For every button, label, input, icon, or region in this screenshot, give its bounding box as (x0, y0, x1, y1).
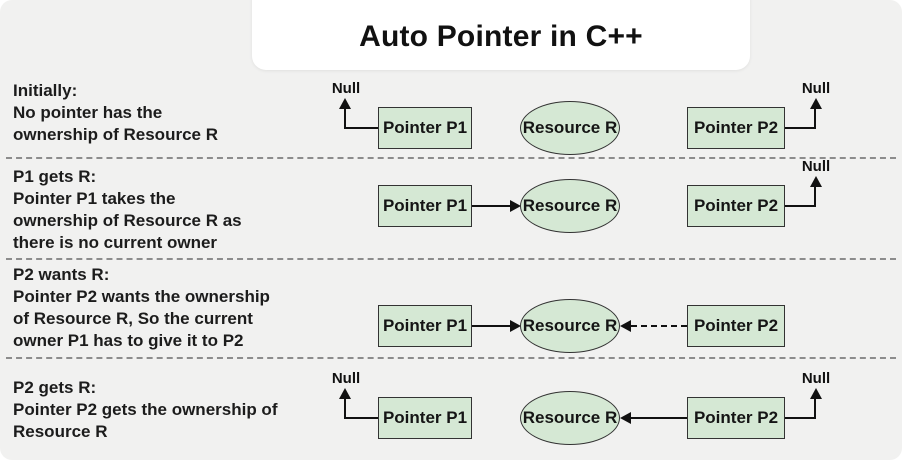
row-separator (6, 357, 896, 359)
description-line: ownership of Resource R (13, 125, 218, 144)
row-heading: P2 gets R: (13, 378, 97, 397)
p2-null-arrow (814, 109, 816, 129)
row-description: P2 wants R: Pointer P2 wants the ownersh… (13, 264, 353, 352)
pointer-p1-label: Pointer P1 (382, 196, 468, 215)
pointer-p1-node: Pointer P1 (378, 107, 472, 149)
row-separator (6, 157, 896, 159)
arrowhead-left-icon (620, 320, 631, 332)
arrowhead-up-icon (810, 176, 822, 187)
pointer-p2-node: Pointer P2 (687, 107, 785, 149)
p2-null-arrow (814, 399, 816, 419)
pointer-p2-label: Pointer P2 (693, 196, 779, 215)
row-heading: P2 wants R: (13, 265, 110, 284)
pointer-p2-node: Pointer P2 (687, 397, 785, 439)
p2-owns-arrow (631, 417, 687, 419)
description-line: Pointer P2 wants the ownership (13, 287, 270, 306)
p2-wants-arrow (631, 325, 687, 327)
pointer-p1-node: Pointer P1 (378, 305, 472, 347)
row-description: P2 gets R: Pointer P2 gets the ownership… (13, 377, 353, 443)
p2-null-arrow (814, 187, 816, 207)
resource-node: Resource R (520, 179, 620, 233)
row-heading: P1 gets R: (13, 167, 97, 186)
p2-null-arrow (785, 417, 816, 419)
pointer-p1-label: Pointer P1 (382, 316, 468, 335)
null-label: Null (331, 370, 361, 387)
arrowhead-up-icon (810, 98, 822, 109)
resource-label: Resource R (522, 196, 618, 215)
arrowhead-right-icon (510, 200, 521, 212)
row-heading: Initially: (13, 81, 78, 100)
p1-owns-arrow (472, 325, 512, 327)
page-title: Auto Pointer in C++ (359, 20, 643, 53)
pointer-p2-label: Pointer P2 (693, 118, 779, 137)
null-label: Null (801, 80, 831, 97)
pointer-p2-node: Pointer P2 (687, 305, 785, 347)
arrowhead-up-icon (810, 388, 822, 399)
arrowhead-right-icon (510, 320, 521, 332)
pointer-p1-node: Pointer P1 (378, 397, 472, 439)
description-line: Pointer P1 takes the (13, 189, 176, 208)
p2-null-arrow (785, 127, 816, 129)
row-description: Initially: No pointer has the ownership … (13, 80, 353, 146)
arrowhead-left-icon (620, 412, 631, 424)
pointer-p2-label: Pointer P2 (693, 316, 779, 335)
title-card: Auto Pointer in C++ (252, 0, 750, 70)
description-line: owner P1 has to give it to P2 (13, 331, 244, 350)
null-label: Null (801, 370, 831, 387)
description-line: of Resource R, So the current (13, 309, 253, 328)
p1-null-arrow (344, 399, 346, 419)
arrowhead-up-icon (339, 388, 351, 399)
null-label: Null (801, 158, 831, 175)
null-label: Null (331, 80, 361, 97)
description-line: ownership of Resource R as (13, 211, 242, 230)
pointer-p1-label: Pointer P1 (382, 408, 468, 427)
resource-node: Resource R (520, 299, 620, 353)
arrowhead-up-icon (339, 98, 351, 109)
pointer-p2-node: Pointer P2 (687, 185, 785, 227)
p1-owns-arrow (472, 205, 512, 207)
description-line: there is no current owner (13, 233, 218, 252)
resource-node: Resource R (520, 101, 620, 155)
resource-node: Resource R (520, 391, 620, 445)
pointer-p1-node: Pointer P1 (378, 185, 472, 227)
p1-null-arrow (344, 417, 378, 419)
p1-null-arrow (344, 127, 378, 129)
row-description: P1 gets R: Pointer P1 takes the ownershi… (13, 166, 353, 254)
description-line: No pointer has the (13, 103, 163, 122)
p1-null-arrow (344, 109, 346, 129)
p2-null-arrow (785, 205, 816, 207)
resource-label: Resource R (522, 316, 618, 335)
resource-label: Resource R (522, 408, 618, 427)
resource-label: Resource R (522, 118, 618, 137)
description-line: Pointer P2 gets the ownership of (13, 400, 278, 419)
pointer-p1-label: Pointer P1 (382, 118, 468, 137)
description-line: Resource R (13, 422, 108, 441)
pointer-p2-label: Pointer P2 (693, 408, 779, 427)
row-separator (6, 258, 896, 260)
